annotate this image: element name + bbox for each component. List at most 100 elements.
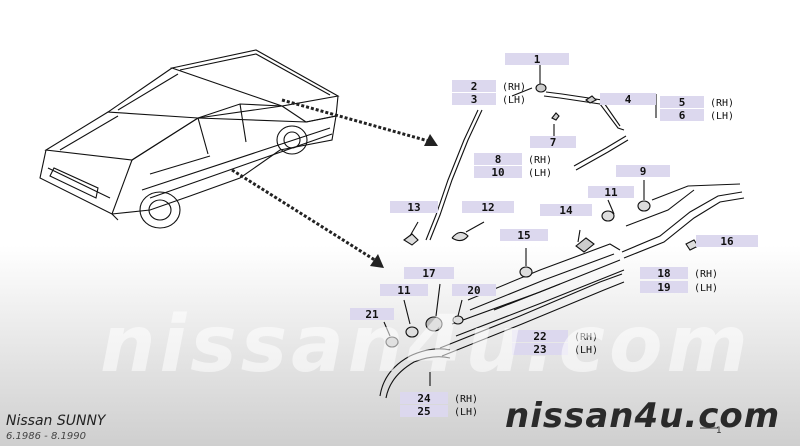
callout-side: (LH) [694, 283, 718, 294]
callout-25-lh: 25 (LH) [400, 405, 478, 418]
callout-side: (LH) [502, 95, 526, 106]
callout-box [452, 80, 496, 92]
callout-side: (RH) [454, 394, 478, 405]
model-name: Nissan SUNNY [6, 413, 106, 429]
callout-box [616, 165, 670, 177]
callout-number: 15 [517, 229, 530, 242]
callout-box [390, 201, 438, 213]
callout-box [500, 229, 548, 241]
callout-side: (LH) [574, 345, 598, 356]
callout-side: (LH) [710, 111, 734, 122]
callout-box [660, 109, 704, 121]
callout-box [505, 53, 569, 65]
watermark-small: nissan4u.com [505, 396, 781, 436]
callout-box [380, 284, 428, 296]
callout-number: 7 [550, 136, 557, 149]
callout-number: 8 [495, 153, 502, 166]
callout-6-lh: 6 (LH) [660, 109, 734, 122]
callout-box [660, 96, 704, 108]
callout-side: (RH) [694, 269, 718, 280]
callout-number: 16 [720, 235, 734, 248]
callout-box [462, 201, 514, 213]
callout-15: 15 [500, 229, 548, 242]
parts [379, 64, 745, 399]
page-number: 1 [716, 426, 722, 436]
pointer-arrows [231, 98, 438, 268]
callout-number: 1 [534, 53, 541, 66]
callout-24-rh: 24 (RH) [400, 392, 478, 405]
callout-number: 25 [417, 405, 430, 418]
callout-number: 6 [679, 109, 686, 122]
callout-number: 20 [467, 284, 480, 297]
callout-21: 21 [350, 308, 394, 321]
callout-17: 17 [404, 267, 454, 280]
callout-11: 11 [588, 186, 634, 199]
callout-side: (LH) [454, 407, 478, 418]
callout-number: 12 [481, 201, 494, 214]
callout-box [640, 281, 688, 293]
callout-box [588, 186, 634, 198]
callout-box [474, 166, 522, 178]
callout-1: 1 [505, 53, 569, 66]
callout-18-rh: 18 (RH) [640, 267, 718, 280]
callout-number: 23 [533, 343, 546, 356]
callout-number: 19 [657, 281, 670, 294]
callout-box [474, 153, 522, 165]
callout-16: 16 [696, 235, 758, 248]
callout-box [540, 204, 592, 216]
callout-number: 2 [471, 80, 478, 93]
callout-number: 14 [559, 204, 573, 217]
callout-box [640, 267, 688, 279]
callout-box [530, 136, 576, 148]
callout-3-lh: 3 (LH) [452, 93, 526, 106]
callout-box [696, 235, 758, 247]
callout-2-rh: 2 (RH) [452, 80, 526, 93]
callout-number: 13 [407, 201, 420, 214]
callout-23-lh: 23 (LH) [512, 343, 598, 356]
callout-box [600, 93, 656, 105]
callout-side: (RH) [574, 332, 598, 343]
callout-4: 4 [600, 93, 656, 106]
callout-number: 11 [604, 186, 618, 199]
callout-19-lh: 19 (LH) [640, 281, 718, 294]
callout-side: (RH) [528, 155, 552, 166]
callout-box [404, 267, 454, 279]
callout-number: 4 [625, 93, 632, 106]
callout-number: 24 [417, 392, 431, 405]
callout-number: 18 [657, 267, 670, 280]
callout-10-lh: 10 (LH) [474, 166, 552, 179]
callout-20: 20 [452, 284, 496, 297]
callout-box [512, 343, 568, 355]
callout-side: (LH) [528, 168, 552, 179]
callout-11: 11 [380, 284, 428, 297]
callout-number: 17 [422, 267, 435, 280]
callout-13: 13 [390, 201, 438, 214]
callout-number: 22 [533, 330, 546, 343]
callout-22-rh: 22 (RH) [512, 330, 598, 343]
callout-box [452, 284, 496, 296]
callout-7: 7 [530, 136, 576, 149]
callout-box [512, 330, 568, 342]
callout-number: 11 [397, 284, 411, 297]
callout-5-rh: 5 (RH) [660, 96, 734, 109]
callout-number: 10 [491, 166, 504, 179]
callout-number: 3 [471, 93, 478, 106]
car-illustration [39, 49, 340, 229]
callout-side: (RH) [502, 82, 526, 93]
callout-side: (RH) [710, 98, 734, 109]
callout-number: 21 [365, 308, 379, 321]
date-range: 6.1986 - 8.1990 [6, 431, 86, 442]
watermark-large: nissan4u.com [100, 300, 752, 390]
callout-number: 9 [640, 165, 647, 178]
callout-box [452, 93, 496, 105]
callout-number: 5 [679, 96, 686, 109]
callout-box [400, 405, 448, 417]
callout-12: 12 [462, 201, 514, 214]
callout-14: 14 [540, 204, 592, 217]
callout-box [350, 308, 394, 320]
callout-8-rh: 8 (RH) [474, 153, 552, 166]
callout-box [400, 392, 448, 404]
callout-9: 9 [616, 165, 670, 178]
